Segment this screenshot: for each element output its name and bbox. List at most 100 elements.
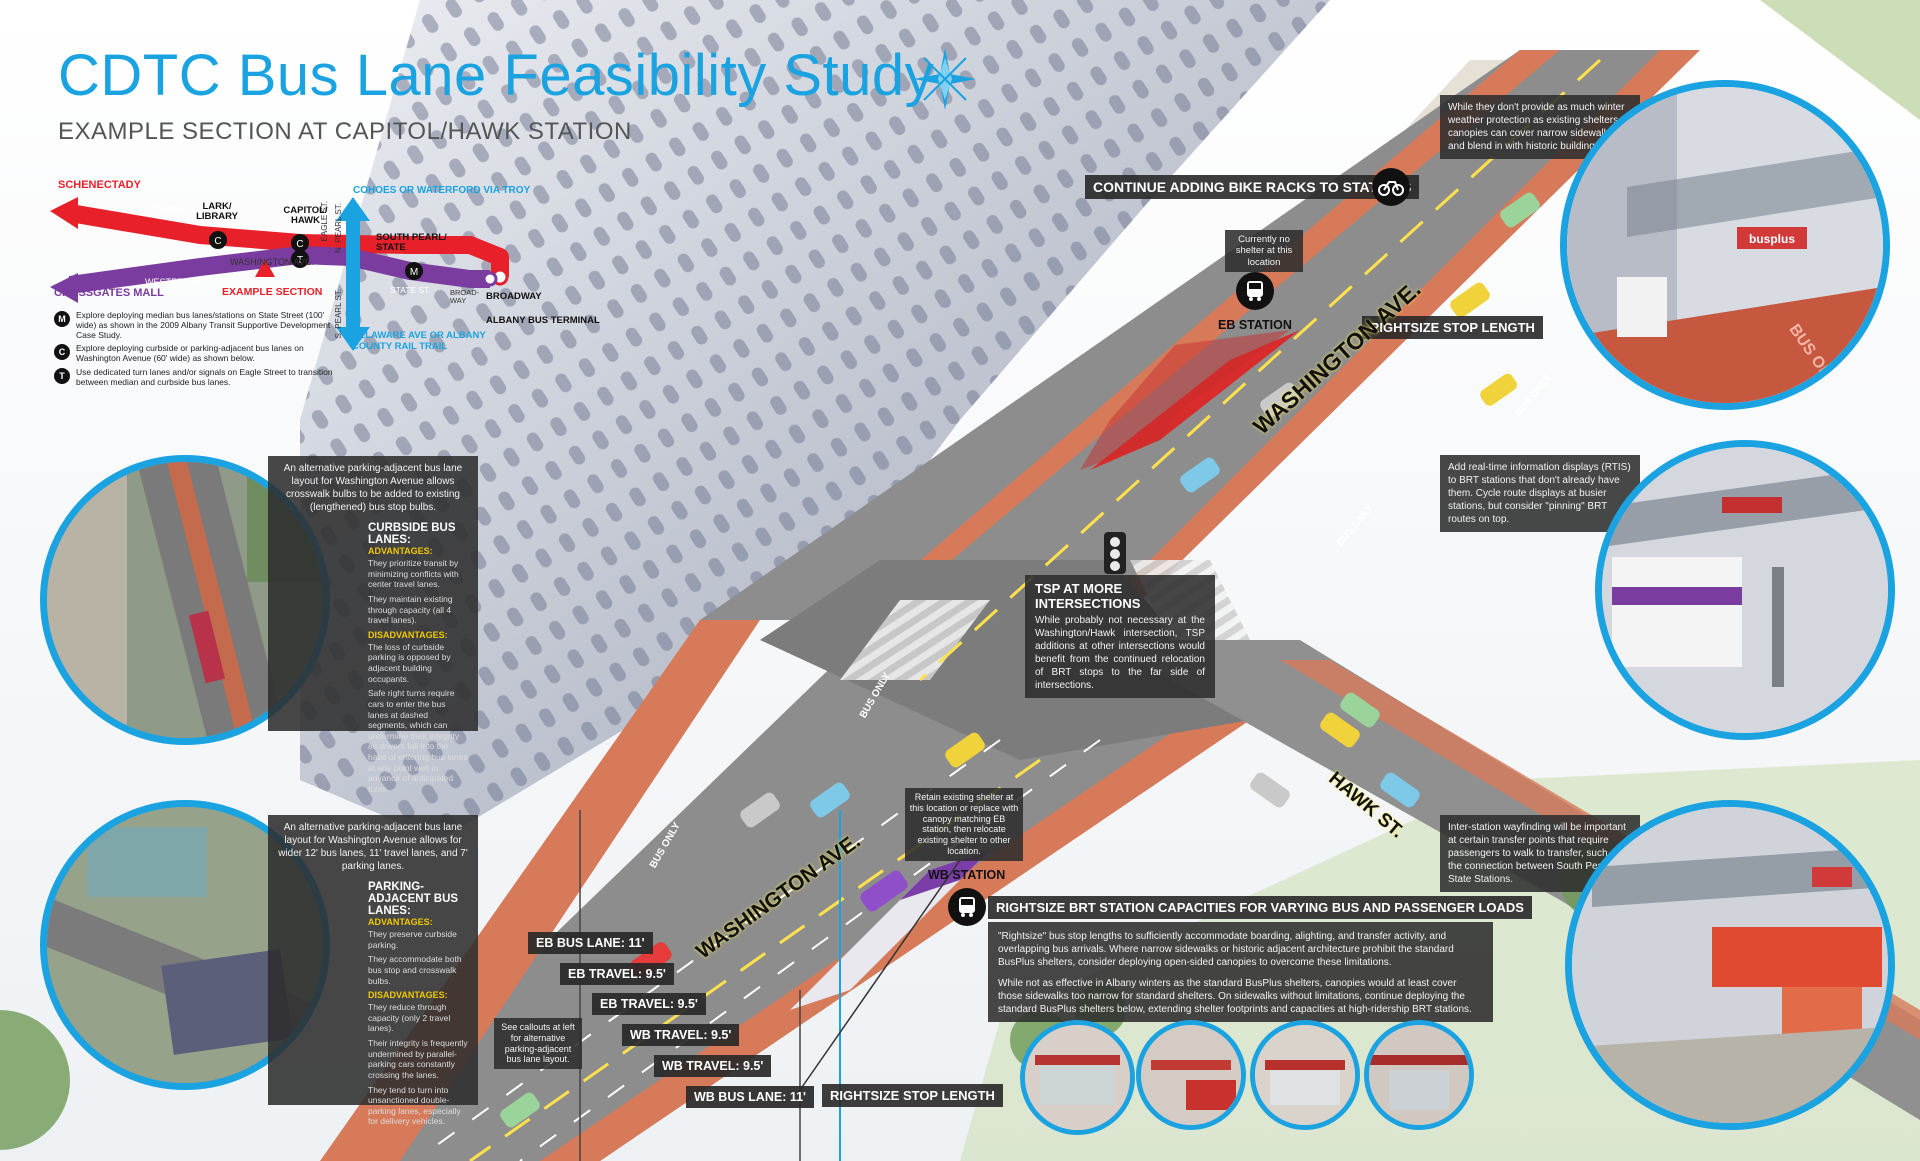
map-label-n-pearl-st: N. PEARL ST.	[334, 203, 343, 253]
curbside-dis-label: DISADVANTAGES:	[368, 629, 448, 640]
parking-adv-label: ADVANTAGES:	[368, 917, 433, 927]
bus-icon	[1236, 272, 1274, 310]
svg-text:C: C	[296, 239, 303, 250]
parking-disadvantage: Their integrity is frequently undermined…	[368, 1038, 468, 1080]
parking-disadvantage: They tend to turn into unsanctioned doub…	[368, 1084, 461, 1127]
tsp-title: TSP AT MORE INTERSECTIONS	[1035, 581, 1141, 611]
route-map: C C T M SCHENECTADY CENTRAL AVE. WESTERN…	[50, 179, 610, 415]
bicycle-icon	[1372, 168, 1410, 206]
map-label-washington-ave: WASHINGTON AVE.	[230, 257, 314, 267]
map-label-broadway-short: BROAD-WAY	[450, 288, 480, 306]
parking-advantage: They accommodate both bus stop and cross…	[368, 954, 462, 986]
legend-item-curbside: C Explore deploying curbside or parking-…	[54, 344, 334, 364]
rightsize-capacities-p2: While not as effective in Albany winters…	[998, 978, 1472, 1015]
page-title: CDTC Bus Lane Feasibility Study	[58, 43, 935, 108]
map-label-albany-bus-terminal: ALBANY BUS TERMINAL	[486, 315, 600, 326]
shelter-photo-2	[1136, 1020, 1246, 1130]
parking-dis-label: DISADVANTAGES:	[368, 990, 448, 1001]
canopy-photo: busplus BUS ONLY	[1560, 80, 1890, 410]
traffic-signal-icon	[1104, 532, 1126, 574]
rtis-note-text: Add real-time information displays (RTIS…	[1448, 462, 1631, 525]
canopy-illustration: busplus BUS ONLY	[1567, 87, 1883, 403]
lane-label-eb-travel-1: EB TRAVEL: 9.5'	[560, 963, 674, 985]
eb-station-label: EB STATION	[1218, 318, 1292, 332]
parking-disadvantage: They reduce through capacity (only 2 tra…	[368, 1002, 451, 1034]
legend-symbol: C	[54, 344, 70, 361]
lane-label-wb-travel-2: WB TRAVEL: 9.5'	[654, 1055, 772, 1077]
bike-racks-callout: CONTINUE ADDING BIKE RACKS TO STATIONS	[1085, 175, 1420, 199]
map-label-delaware: DELAWARE AVE OR ALBANY COUNTY RAIL TRAIL	[352, 330, 486, 352]
wayfinding-note-text: Inter-station wayfinding will be importa…	[1448, 822, 1629, 885]
wb-station-label: WB STATION	[928, 868, 1006, 882]
parking-info-box: An alternative parking-adjacent bus lane…	[268, 815, 478, 1126]
shelter-illustration-2	[1141, 1025, 1241, 1125]
lane-label-eb-bus: EB BUS LANE: 11'	[528, 932, 653, 954]
legend-text: Use dedicated turn lanes and/or signals …	[76, 366, 333, 387]
canopy-busplus-sign: busplus	[1749, 232, 1795, 246]
rightsize-capacities-title: RIGHTSIZE BRT STATION CAPACITIES FOR VAR…	[988, 896, 1532, 919]
svg-text:T: T	[297, 255, 303, 266]
map-label-schenectady: SCHENECTADY	[58, 179, 141, 191]
lane-label-wb-travel-1: WB TRAVEL: 9.5'	[622, 1024, 740, 1046]
rightsize-capacities-p1: "Rightsize" bus stop lengths to sufficie…	[998, 931, 1454, 968]
curbside-disadvantage: Safe right turns require cars to enter t…	[368, 688, 468, 794]
retain-shelter-note: Retain existing shelter at this location…	[905, 788, 1023, 861]
legend-symbol: T	[54, 367, 70, 384]
svg-text:C: C	[214, 236, 221, 247]
rtis-photo	[1595, 440, 1895, 740]
curbside-intro: An alternative parking-adjacent bus lane…	[283, 463, 463, 513]
shelter-photo-4	[1364, 1020, 1474, 1130]
map-label-eagle-st: EAGLE ST.	[320, 201, 329, 242]
legend-item-median: M Explore deploying median bus lanes/sta…	[54, 310, 334, 340]
bus-icon	[948, 888, 986, 926]
svg-text:M: M	[410, 267, 418, 278]
lane-label-wb-bus: WB BUS LANE: 11'	[686, 1086, 815, 1108]
lane-label-eb-travel-2: EB TRAVEL: 9.5'	[592, 993, 706, 1015]
map-label-example-section: EXAMPLE SECTION	[222, 286, 323, 298]
curbside-info-box: An alternative parking-adjacent bus lane…	[268, 456, 478, 794]
route-map-lines: C C T M	[50, 197, 509, 351]
canopy-note-text: While they don't provide as much winter …	[1448, 102, 1625, 152]
shelter-illustration-3	[1255, 1025, 1355, 1125]
map-label-lark-library: LARK/ LIBRARY	[196, 201, 238, 223]
map-label-south-pearl-state: SOUTH PEARL/ STATE	[376, 232, 447, 254]
wayfinding-photo	[1565, 800, 1895, 1130]
shelter-illustration-1	[1025, 1025, 1130, 1130]
no-shelter-note: Currently no shelter at this location	[1225, 230, 1303, 273]
rightsize-stop-bottom: RIGHTSIZE STOP LENGTH	[822, 1084, 1003, 1107]
shelter-photo-3	[1250, 1020, 1360, 1130]
map-label-cohoes: COHOES OR WATERFORD VIA TROY	[353, 185, 531, 196]
legend-text: Explore deploying curbside or parking-ad…	[76, 343, 304, 364]
wayfinding-illustration	[1572, 807, 1888, 1123]
rtis-note: Add real-time information displays (RTIS…	[1440, 455, 1640, 532]
map-label-western-ave: WESTERN AVE.	[145, 277, 212, 287]
parking-heading: PARKING-ADJACENT BUS LANES:	[368, 881, 459, 917]
see-callouts-note: See callouts at left for alternative par…	[494, 1018, 582, 1070]
legend-item-transition: T Use dedicated turn lanes and/or signal…	[54, 366, 334, 388]
map-label-capitol-hawk: CAPITOL/ HAWK	[283, 205, 328, 227]
rightsize-capacities-box: "Rightsize" bus stop lengths to sufficie…	[988, 922, 1493, 1022]
curbside-advantage: They maintain existing through capacity …	[368, 593, 453, 626]
map-label-central-ave: CENTRAL AVE.	[148, 205, 212, 215]
curbside-heading: CURBSIDE BUS LANES:	[368, 522, 456, 546]
map-label-broadway: BROADWAY	[486, 291, 542, 302]
shelter-photo-1	[1020, 1020, 1135, 1135]
tsp-text: While probably not necessary at the Wash…	[1035, 615, 1205, 691]
parking-advantage: They preserve curbside parking.	[368, 929, 457, 950]
legend-symbol: M	[54, 311, 70, 327]
map-label-s-pearl-st: S. PEARL ST.	[334, 289, 343, 339]
map-label-crossgates-mall: CROSSGATES MALL	[54, 287, 164, 299]
rtis-illustration	[1602, 447, 1888, 733]
rightsize-stop-top: RIGHTSIZE STOP LENGTH	[1362, 316, 1543, 339]
route-map-legend: M Explore deploying median bus lanes/sta…	[54, 310, 334, 388]
curbside-adv-label: ADVANTAGES:	[368, 546, 433, 556]
shelter-illustration-4	[1369, 1025, 1469, 1125]
map-label-state-st: STATE ST.	[390, 285, 431, 295]
parking-intro: An alternative parking-adjacent bus lane…	[278, 822, 468, 872]
curbside-disadvantage: The loss of curbside parking is opposed …	[368, 641, 451, 684]
page-subtitle: EXAMPLE SECTION AT CAPITOL/HAWK STATION	[58, 118, 632, 145]
tsp-box: TSP AT MORE INTERSECTIONS While probably…	[1025, 575, 1215, 698]
curbside-advantage: They prioritize transit by minimizing co…	[368, 558, 459, 590]
compass-rose-icon	[914, 48, 976, 110]
legend-text: Explore deploying median bus lanes/stati…	[76, 310, 331, 340]
